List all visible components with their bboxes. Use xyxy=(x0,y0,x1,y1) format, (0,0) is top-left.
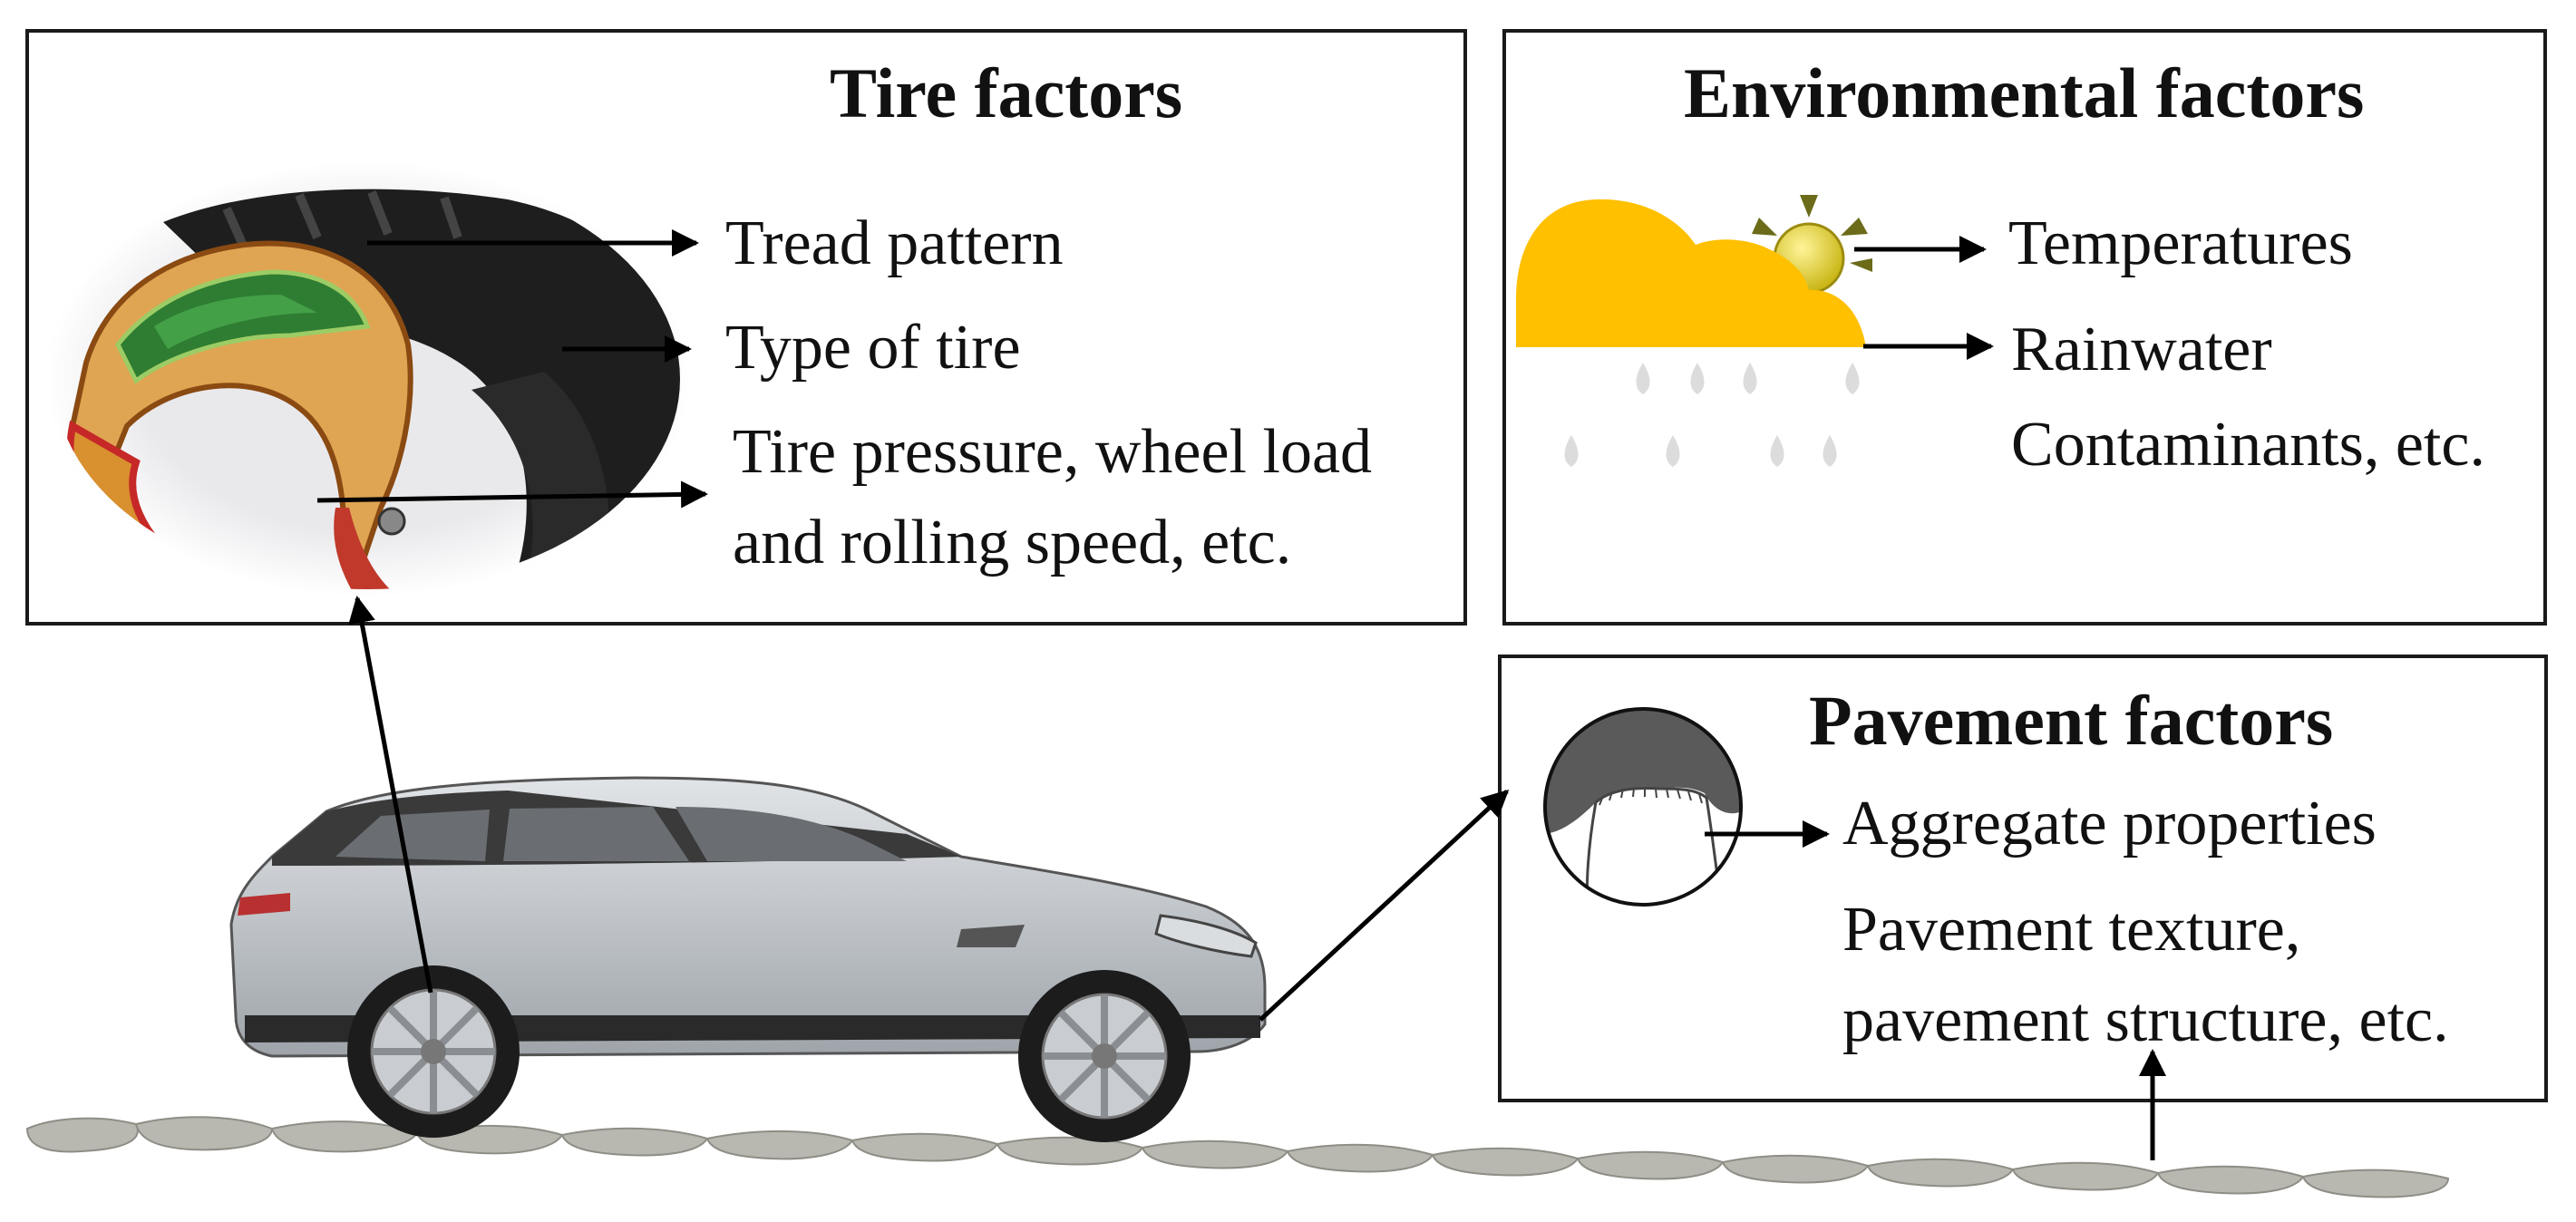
tread-pattern-label: Tread pattern xyxy=(725,209,1064,278)
type-of-tire-label: Type of tire xyxy=(725,313,1021,383)
arrow-tire-pressure xyxy=(316,480,708,509)
stone-road-icon xyxy=(25,1116,2450,1198)
aggregate-contact-icon xyxy=(1543,707,1743,907)
car-front-wheel xyxy=(1018,970,1191,1142)
arrow-car-to-pavement-factors xyxy=(1259,789,1510,1022)
temperatures-label: Temperatures xyxy=(2008,209,2353,278)
suv-car-icon xyxy=(229,776,1267,1142)
environmental-factors-title: Environmental factors xyxy=(1684,53,2365,132)
pavement-structure-label: pavement structure, etc. xyxy=(1842,985,2449,1055)
tire-cutaway-icon xyxy=(45,161,689,596)
car-rear-wheel xyxy=(347,965,520,1138)
contaminants-label: Contaminants, etc. xyxy=(2011,410,2485,480)
pavement-factors-title: Pavement factors xyxy=(1809,681,2334,760)
arrow-car-to-tire-factors xyxy=(348,596,433,994)
tire-pressure-label-line2: and rolling speed, etc. xyxy=(733,508,1292,577)
rainwater-label: Rainwater xyxy=(2011,315,2272,384)
pavement-texture-label: Pavement texture, xyxy=(1842,895,2301,965)
aggregate-properties-label: Aggregate properties xyxy=(1842,789,2377,858)
tire-pressure-label-line1: Tire pressure, wheel load xyxy=(733,417,1373,487)
tire-factors-title: Tire factors xyxy=(830,53,1183,132)
cloud-sun-rain-icon xyxy=(1516,195,1872,467)
